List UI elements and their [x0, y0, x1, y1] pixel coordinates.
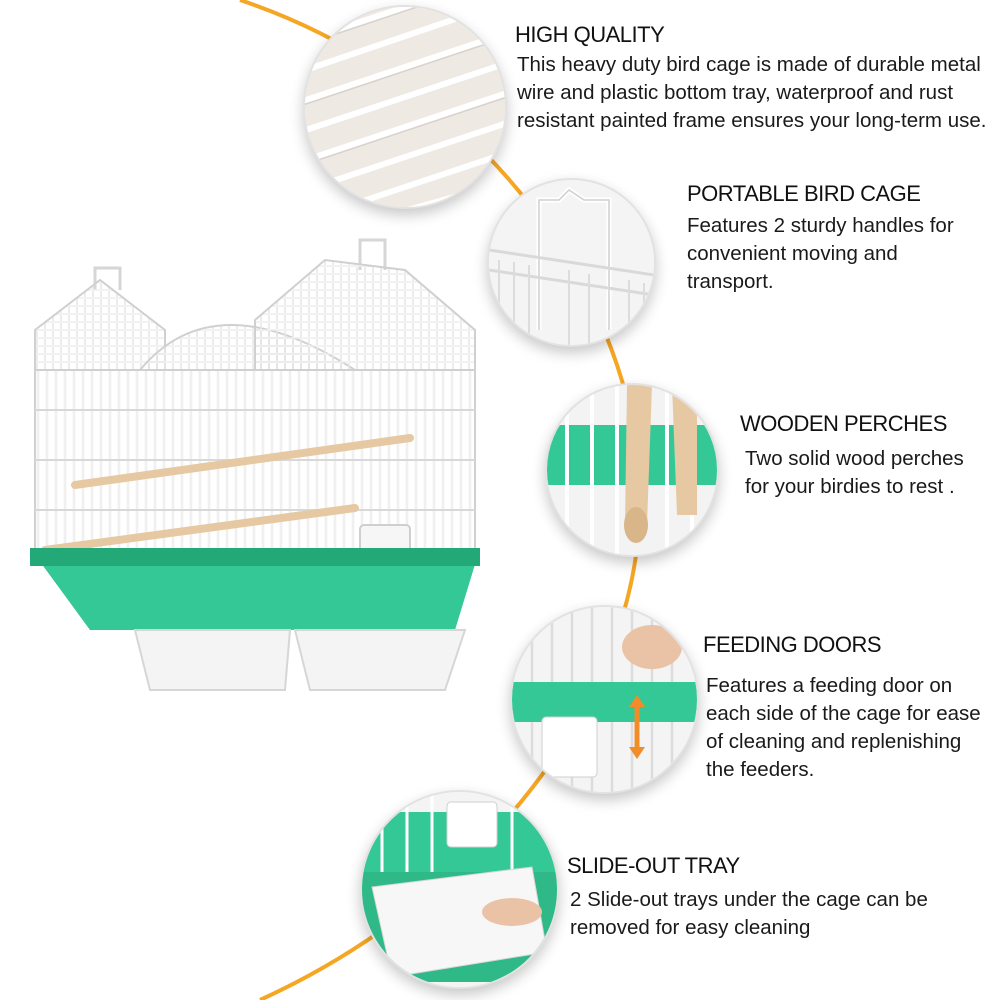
- feature-description: This heavy duty bird cage is made of dur…: [517, 53, 987, 132]
- wire-closeup-image: [303, 5, 507, 209]
- feature-description: 2 Slide-out trays under the cage can be …: [570, 888, 928, 939]
- feature-title: SLIDE-OUT TRAY: [567, 853, 740, 878]
- bird-cage-product-image: [25, 230, 500, 700]
- feature-title: FEEDING DOORS: [703, 632, 882, 657]
- feature-description: Features a feeding door on each side of …: [706, 674, 981, 781]
- feature-description: Two solid wood perches for your birdies …: [745, 447, 964, 498]
- feature-title: WOODEN PERCHES: [740, 411, 947, 436]
- feature-title: HIGH QUALITY: [515, 22, 665, 47]
- feature-description: Features 2 sturdy handles for convenient…: [687, 214, 954, 293]
- slide-tray-closeup-image: [360, 790, 559, 989]
- feeding-door-closeup-image: [510, 605, 699, 794]
- handle-closeup-image: [487, 178, 656, 347]
- feature-title: PORTABLE BIRD CAGE: [687, 181, 921, 206]
- perch-closeup-image: [545, 383, 719, 557]
